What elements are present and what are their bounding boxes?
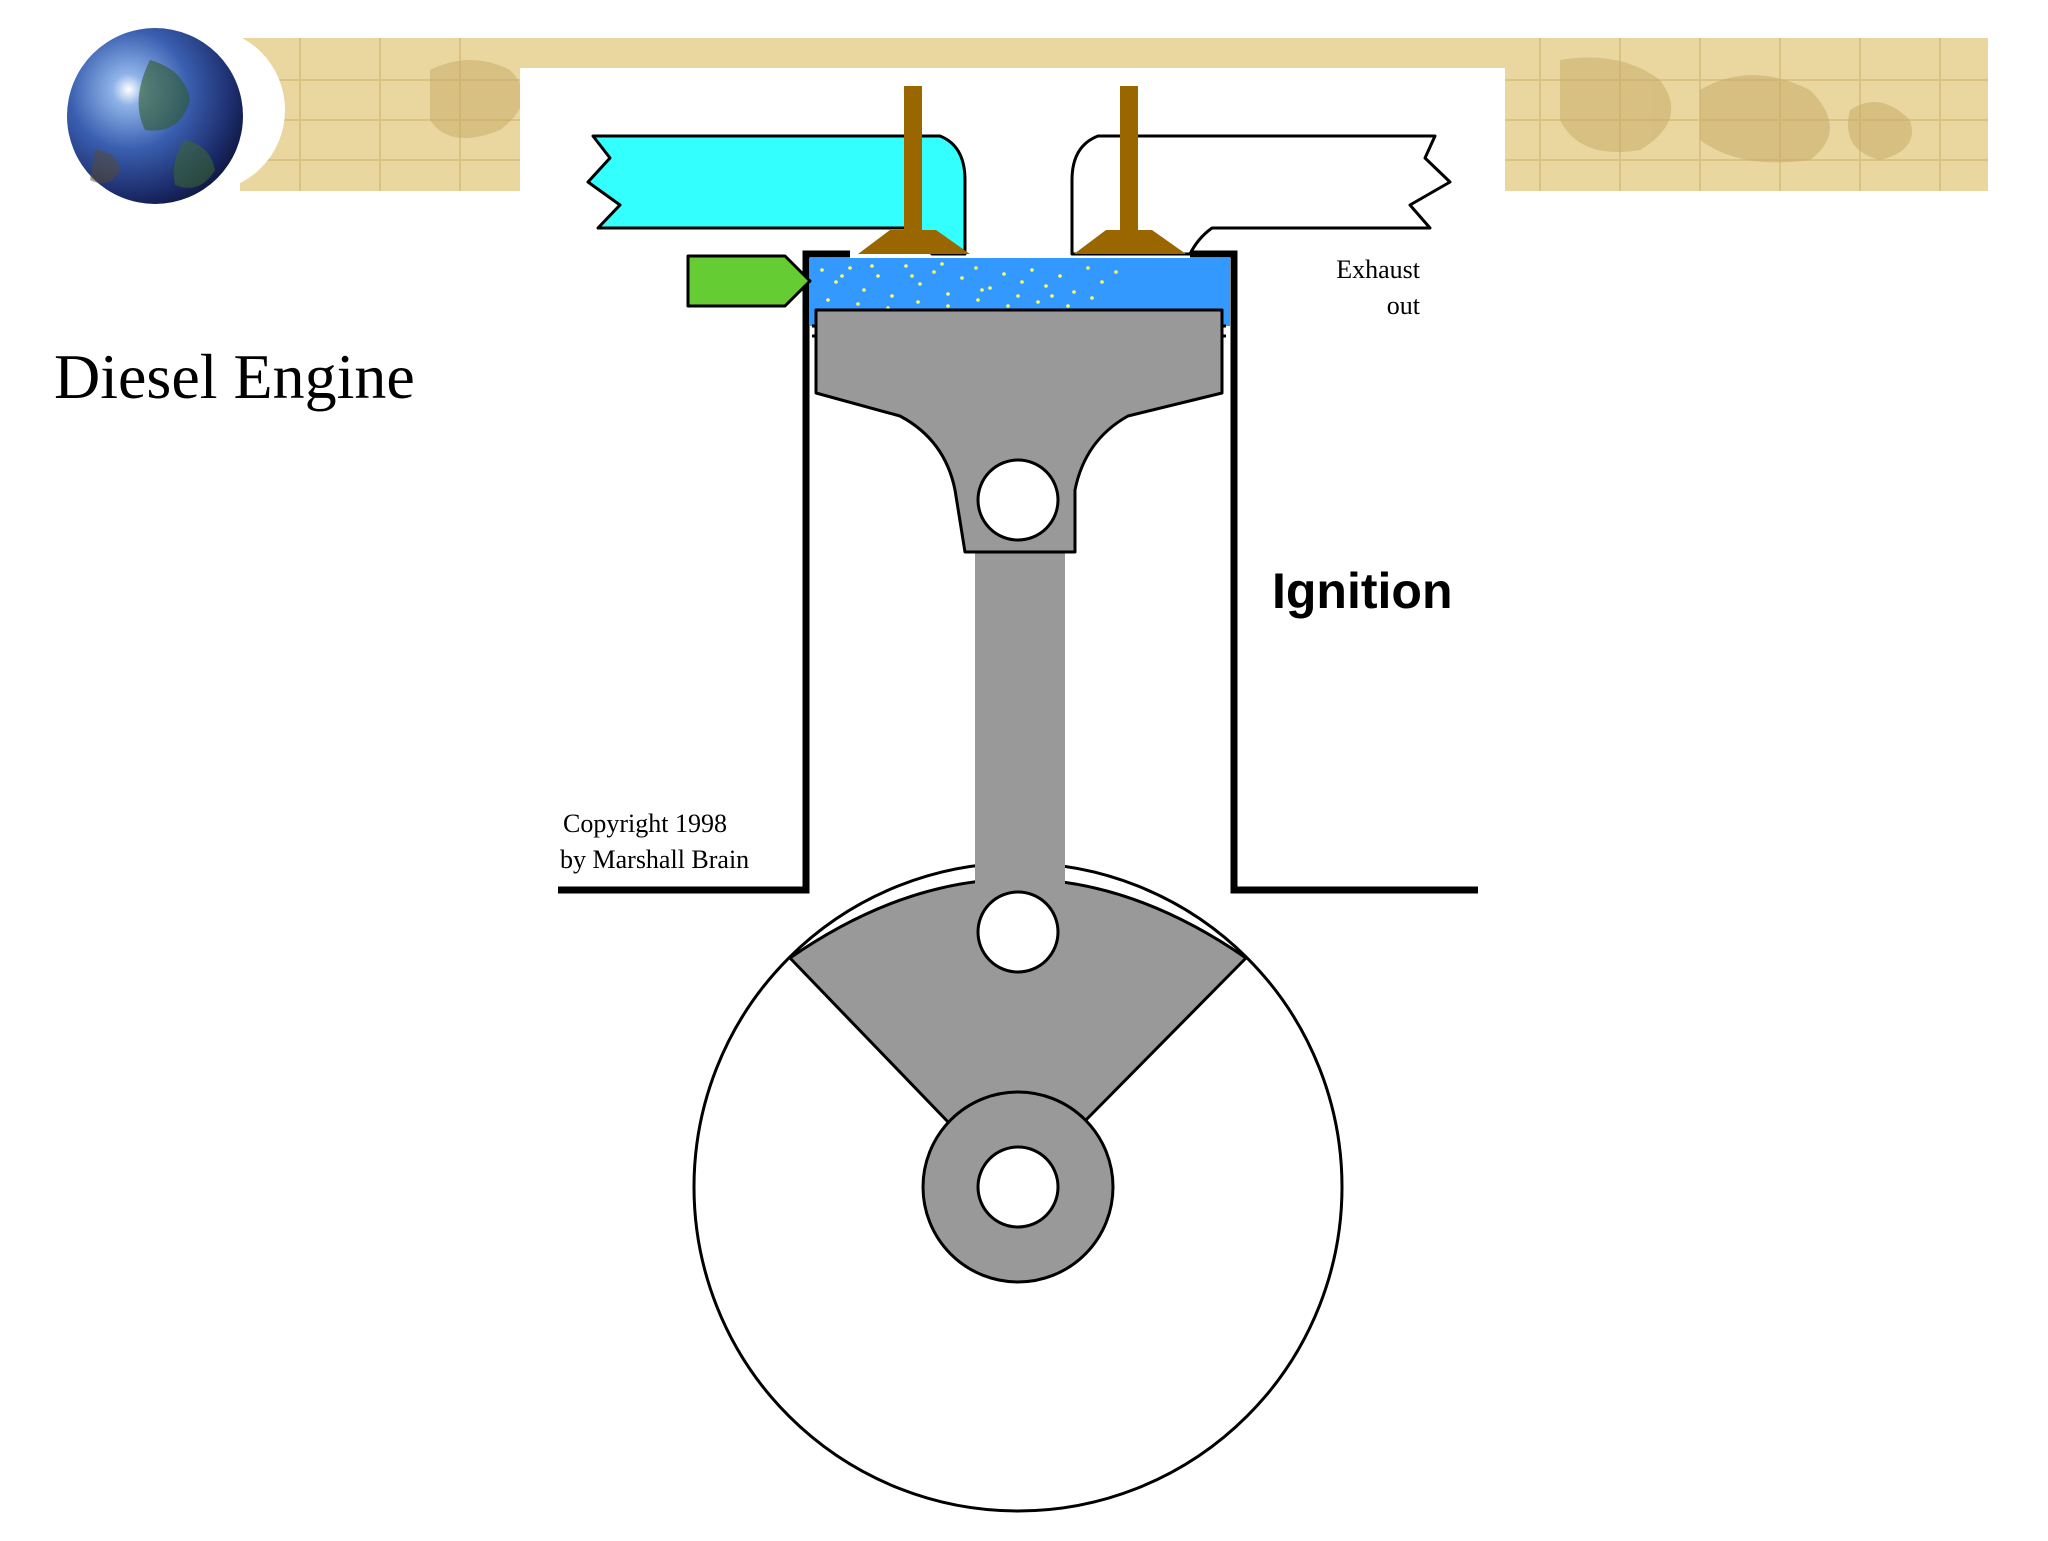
cylinder-wall-right — [1190, 250, 1478, 894]
copyright-line1: Copyright 1998 — [563, 809, 727, 838]
exhaust-valve — [1074, 86, 1186, 254]
fuel-spray — [820, 262, 1118, 310]
intake-valve — [858, 86, 970, 254]
wrist-pin-hole — [976, 458, 1060, 542]
phase-label: Ignition — [1272, 563, 1453, 619]
fuel-injector — [686, 254, 812, 308]
piston — [814, 308, 1224, 554]
crankshaft-hole — [976, 1145, 1060, 1229]
crank-pin-hole — [976, 890, 1060, 974]
slide-title: Diesel Engine — [54, 341, 415, 412]
connecting-rod — [975, 550, 1065, 930]
exhaust-label-line1: Exhaust — [1336, 255, 1421, 284]
cylinder-wall-left — [558, 250, 850, 894]
copyright-line2: by Marshall Brain — [560, 845, 749, 874]
globe-icon — [67, 28, 243, 204]
exhaust-label-line2: out — [1387, 291, 1421, 320]
